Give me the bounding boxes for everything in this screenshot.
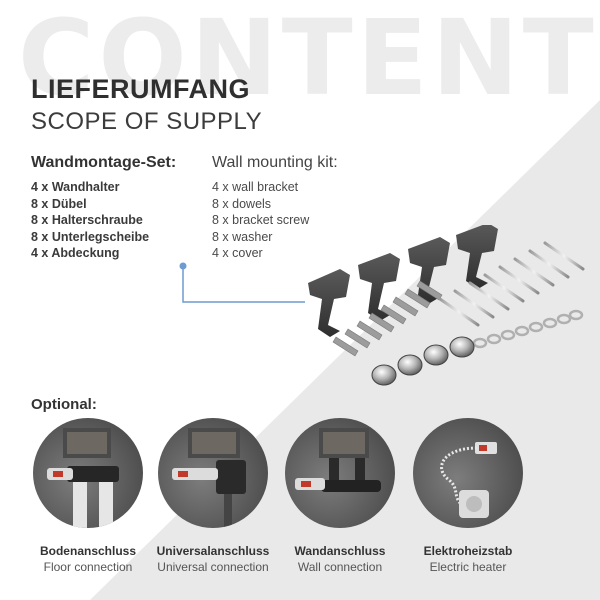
optional-item-wall-connection: Wandanschluss Wall connection — [265, 418, 415, 574]
watermark-text: CONTENT — [18, 0, 598, 119]
electric-heater-photo-icon — [413, 418, 523, 528]
optional-item-floor-connection: Bodenanschluss Floor connection — [13, 418, 163, 574]
kit-heading-german: Wandmontage-Set: — [31, 154, 177, 171]
wall-bracket-icon — [308, 269, 350, 337]
kit-item: 8 x washer — [212, 229, 273, 244]
kit-item: 8 x Dübel — [31, 196, 87, 211]
optional-label-german: Bodenanschluss — [39, 544, 137, 558]
wall-bracket-icon — [456, 225, 498, 289]
optional-label-german: Wandanschluss — [294, 544, 386, 558]
kit-item: 4 x Abdeckung — [31, 246, 120, 261]
kit-item: 4 x wall bracket — [212, 180, 299, 194]
kit-list-english: Wall mounting kit: 4 x wall bracket 8 x … — [212, 154, 338, 262]
optional-label-german: Elektroheizstab — [423, 544, 513, 558]
optional-label-german: Universalanschluss — [156, 544, 270, 558]
mounting-kit-parts-image — [308, 225, 585, 386]
page-subtitle: SCOPE OF SUPPLY — [31, 108, 263, 135]
connector-line — [179, 262, 305, 303]
kit-item: 4 x Wandhalter — [31, 180, 120, 194]
kit-item: 8 x Halterschraube — [31, 213, 143, 228]
wall-connection-photo-icon — [285, 418, 395, 528]
optional-label-english: Wall connection — [297, 560, 383, 574]
kit-item: 4 x cover — [212, 246, 263, 261]
optional-heading: Optional: — [31, 396, 97, 413]
kit-list-german: Wandmontage-Set: 4 x Wandhalter 8 x Dübe… — [31, 154, 176, 262]
page-title: LIEFERUMFANG — [31, 74, 250, 104]
optional-label-english: Floor connection — [43, 560, 133, 574]
universal-connection-photo-icon — [158, 418, 268, 528]
optional-label-english: Electric heater — [429, 560, 507, 574]
kit-heading-english: Wall mounting kit: — [212, 154, 338, 171]
wall-bracket-icon — [358, 253, 400, 321]
kit-item: 8 x bracket screw — [212, 213, 310, 228]
kit-item: 8 x dowels — [212, 196, 272, 211]
kit-item: 8 x Unterlegscheibe — [31, 229, 150, 244]
optional-item-universal-connection: Universalanschluss Universal connection — [138, 418, 288, 574]
wall-bracket-icon — [408, 237, 450, 303]
floor-connection-photo-icon — [33, 418, 143, 528]
optional-item-electric-heater: Elektroheizstab Electric heater — [393, 418, 543, 574]
optional-label-english: Universal connection — [157, 560, 269, 574]
